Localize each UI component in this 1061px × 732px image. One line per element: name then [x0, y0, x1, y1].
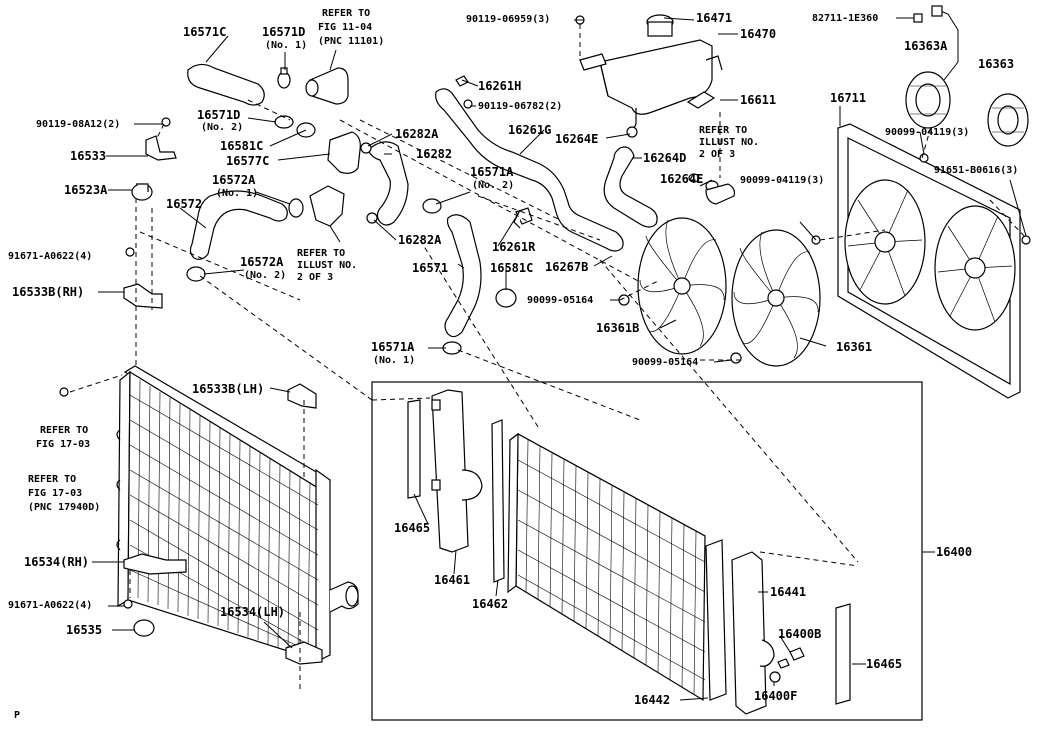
refer-fig-17-03-pnc-line3: (PNC 17940D) — [28, 502, 101, 513]
assembly-box-16400 — [371, 381, 923, 721]
label-91671-A0622-top: 91671-A0622(4) — [8, 251, 93, 262]
label-16361: 16361 — [836, 340, 873, 354]
label-16571A-no1: 16571A — [371, 340, 415, 354]
label-16361B: 16361B — [596, 321, 640, 335]
label-16571A-no2: 16571A — [470, 165, 514, 179]
label-16264E-mid: 16264E — [660, 172, 704, 186]
label-16571D-no1-sub: (No. 1) — [265, 40, 308, 51]
label-16533B-RH: 16533B(RH) — [12, 285, 85, 299]
label-16571D-no2-sub: (No. 2) — [201, 122, 244, 133]
label-16400: 16400 — [936, 545, 973, 559]
label-16261R: 16261R — [492, 240, 536, 254]
label-90099-05164-top: 90099-05164 — [527, 295, 594, 306]
label-16264D: 16264D — [643, 151, 687, 165]
label-90119-08A12: 90119-08A12(2) — [36, 119, 121, 130]
refer-illust-right-line2: ILLUST NO. — [699, 137, 760, 148]
part-16465-right-strip — [835, 603, 851, 705]
label-16363A: 16363A — [904, 39, 948, 53]
label-16282A-mid: 16282A — [398, 233, 442, 247]
label-16462: 16462 — [472, 597, 509, 611]
hoses — [187, 63, 658, 338]
part-16441-tank — [731, 551, 767, 715]
part-16461-tank — [431, 389, 469, 553]
label-16282: 16282 — [416, 147, 453, 161]
label-16267B: 16267B — [545, 260, 589, 274]
part-16442-gasket — [705, 539, 727, 701]
label-16261H: 16261H — [478, 79, 522, 93]
label-16282A-top: 16282A — [395, 127, 439, 141]
label-16572A-no2: 16572A — [240, 255, 284, 269]
refer-fig-11-04-line3: (PNC 11101) — [318, 36, 385, 47]
label-16534-RH: 16534(RH) — [24, 555, 90, 569]
refer-illust-left-line1: REFER TO — [297, 248, 346, 259]
part-16465-left-strip — [407, 399, 421, 499]
refer-fig-17-03-line1: REFER TO — [40, 425, 89, 436]
label-90099-04119-top: 90099-04119(3) — [885, 127, 970, 138]
refer-illust-right-line3: 2 OF 3 — [699, 149, 736, 160]
label-16534-LH: 16534(LH) — [220, 605, 286, 619]
refer-fig-17-03-pnc-line2: FIG 17-03 — [28, 488, 83, 499]
refer-fig-11-04-line2: FIG 11-04 — [318, 22, 373, 33]
label-16611: 16611 — [740, 93, 777, 107]
leader-lines — [92, 17, 1027, 701]
label-16465-left: 16465 — [394, 521, 431, 535]
radiator-core-box — [507, 432, 706, 702]
label-16442: 16442 — [634, 693, 671, 707]
label-16523A: 16523A — [64, 183, 108, 197]
reservoir-16470 — [579, 14, 723, 133]
label-16400B: 16400B — [778, 627, 822, 641]
label-16533: 16533 — [70, 149, 107, 163]
refer-fig-11-04-line1: REFER TO — [322, 8, 371, 19]
label-90099-05164-bot: 90099-05164 — [632, 357, 699, 368]
refer-illust-right-line1: REFER TO — [699, 125, 748, 136]
label-90099-04119-mid: 90099-04119(3) — [740, 175, 825, 186]
label-16261G: 16261G — [508, 123, 552, 137]
refer-fig-17-03-line2: FIG 17-03 — [36, 439, 91, 450]
label-16581C-mid: 16581C — [490, 261, 534, 275]
label-90119-06959: 90119-06959(3) — [466, 14, 551, 25]
label-16571A-no1-sub: (No. 1) — [373, 355, 416, 366]
label-16363: 16363 — [978, 57, 1015, 71]
label-16400F: 16400F — [754, 689, 798, 703]
label-16572A-no2-sub: (No. 2) — [244, 270, 287, 281]
label-16533B-LH: 16533B(LH) — [192, 382, 265, 396]
label-16470: 16470 — [740, 27, 777, 41]
page-marker: P — [14, 710, 21, 721]
fan-motor-16363 — [987, 93, 1029, 147]
label-16441: 16441 — [770, 585, 807, 599]
label-16571: 16571 — [412, 261, 449, 275]
label-16711: 16711 — [830, 91, 867, 105]
label-16571C: 16571C — [183, 25, 227, 39]
fan-16361 — [731, 229, 821, 367]
refer-illust-left-line2: ILLUST NO. — [297, 260, 358, 271]
dashed-guides — [69, 24, 1027, 690]
label-16577C: 16577C — [226, 154, 270, 168]
label-16571A-no2-sub: (No. 2) — [472, 180, 515, 191]
label-16571D-no1: 16571D — [262, 25, 306, 39]
part-16462-gasket — [491, 419, 505, 583]
label-82711-1E360: 82711-1E360 — [812, 13, 879, 24]
refer-fig-17-03-pnc-line1: REFER TO — [28, 474, 77, 485]
label-16572: 16572 — [166, 197, 203, 211]
label-91651-B0616: 91651-B0616(3) — [934, 165, 1019, 176]
label-16465-right: 16465 — [866, 657, 903, 671]
label-16535: 16535 — [66, 623, 103, 637]
mounting-hardware — [59, 13, 1031, 665]
fan-16361B — [637, 217, 727, 355]
refer-illust-left-line3: 2 OF 3 — [297, 272, 334, 283]
label-16571D-no2: 16571D — [197, 108, 241, 122]
label-16264E-top: 16264E — [555, 132, 599, 146]
label-16471: 16471 — [696, 11, 733, 25]
label-91671-A0622-bot: 91671-A0622(4) — [8, 600, 93, 611]
label-16572A-no1: 16572A — [212, 173, 256, 187]
fan-shroud-16711 — [837, 123, 1021, 399]
label-16461: 16461 — [434, 573, 471, 587]
label-90119-06782: 90119-06782(2) — [478, 101, 563, 112]
label-16581C-top: 16581C — [220, 139, 264, 153]
label-16572A-no1-sub: (No. 1) — [216, 188, 259, 199]
fan-motor-16363A — [905, 5, 959, 129]
